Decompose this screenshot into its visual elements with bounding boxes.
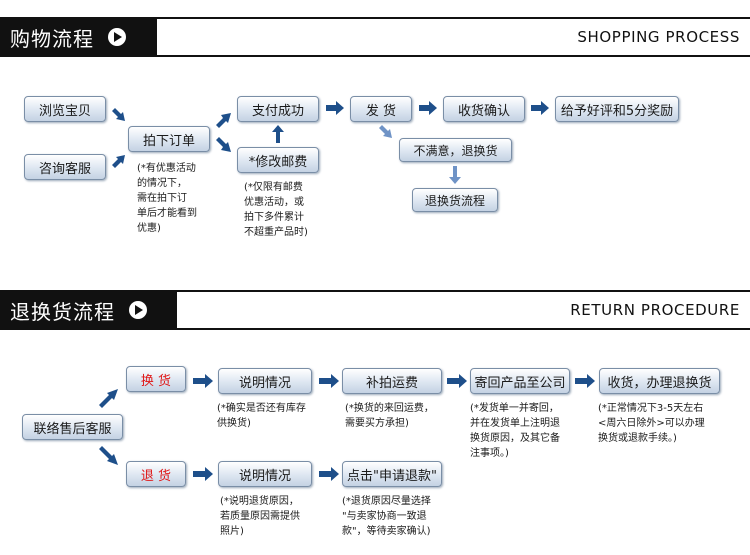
shopping-header-bar <box>157 17 750 57</box>
exchange-explain-box: 说明情况 <box>218 368 312 394</box>
unsatisfied-box: 不满意，退换货 <box>399 138 512 162</box>
pay-shipping-box: 补拍运费 <box>342 368 442 394</box>
return-flow-box: 退换货流程 <box>412 188 498 212</box>
arrow-right <box>193 467 213 481</box>
send-back-box: 寄回产品至公司 <box>470 368 570 394</box>
arrow-right <box>326 101 344 115</box>
arrow-right <box>531 101 549 115</box>
returns-header-bar <box>177 290 750 330</box>
arrow-diag-down-right <box>112 108 125 121</box>
arrow-diag-up-right <box>112 155 125 168</box>
arrow-diag-up-right <box>99 389 118 408</box>
arrow-right <box>193 374 213 388</box>
arrow-down <box>449 166 461 184</box>
returns-header-title: 退换货流程 <box>10 299 115 324</box>
rating-reward-box: 给予好评和5分奖励 <box>555 96 679 122</box>
arrow-right <box>447 374 467 388</box>
apply-refund-box: 点击"申请退款" <box>342 461 442 487</box>
shipping-fee-note: (*仅限有邮费 优惠活动，或 拍下多件累计 不超重产品时) <box>244 182 308 238</box>
arrow-right <box>319 374 339 388</box>
shopping-header-title: 购物流程 <box>10 26 94 51</box>
arrow-right <box>575 374 595 388</box>
exchange-box: 换 货 <box>126 366 186 392</box>
modify-shipping-fee-box: *修改邮费 <box>237 147 319 173</box>
arrow-right <box>419 101 437 115</box>
process-exchange-note: (*正常情况下3-5天左右 <周六日除外>可以办理 换货或退款手续。) <box>598 403 705 444</box>
confirm-receipt-box: 收货确认 <box>443 96 525 122</box>
arrow-diag-down-right <box>216 137 231 152</box>
payment-success-box: 支付成功 <box>237 96 319 122</box>
arrow-diag-up-right <box>216 113 231 128</box>
browse-item-box: 浏览宝贝 <box>24 96 106 122</box>
process-exchange-box: 收货，办理退换货 <box>599 368 720 394</box>
place-order-box: 拍下订单 <box>128 126 210 152</box>
exchange-explain-note: (*确实是否还有库存 供换货) <box>217 403 306 429</box>
returns-header-badge: 退换货流程 <box>0 290 177 330</box>
pay-shipping-note: (*换货的来回运费， 需要买方承担) <box>345 403 434 429</box>
arrow-up <box>272 125 284 143</box>
arrow-diag-down-right <box>379 125 392 138</box>
refund-explain-box: 说明情况 <box>218 461 312 487</box>
consult-service-box: 咨询客服 <box>24 154 106 180</box>
refund-explain-note: (*说明退货原因， 若质量原因需提供 照片) <box>220 496 300 537</box>
shopping-header-badge: 购物流程 <box>0 17 157 57</box>
send-back-note: (*发货单一并寄回， 并在发货单上注明退 换货原因，及其它备 注事项。) <box>470 403 560 459</box>
returns-header-en: RETURN PROCEDURE <box>570 301 740 319</box>
order-note: (*有优惠活动 的情况下， 需在拍下订 单后才能看到 优惠) <box>137 163 197 234</box>
arrow-right <box>319 467 339 481</box>
play-icon <box>108 28 126 46</box>
contact-aftersales-box: 联络售后客服 <box>22 414 123 440</box>
arrow-diag-down-right <box>99 446 118 465</box>
apply-refund-note: (*退货原因尽量选择 "与卖家协商一致退 款"，等待卖家确认) <box>342 496 431 537</box>
ship-box: 发 货 <box>350 96 412 122</box>
shopping-header-en: SHOPPING PROCESS <box>577 28 740 46</box>
refund-box: 退 货 <box>126 461 186 487</box>
play-icon <box>129 301 147 319</box>
